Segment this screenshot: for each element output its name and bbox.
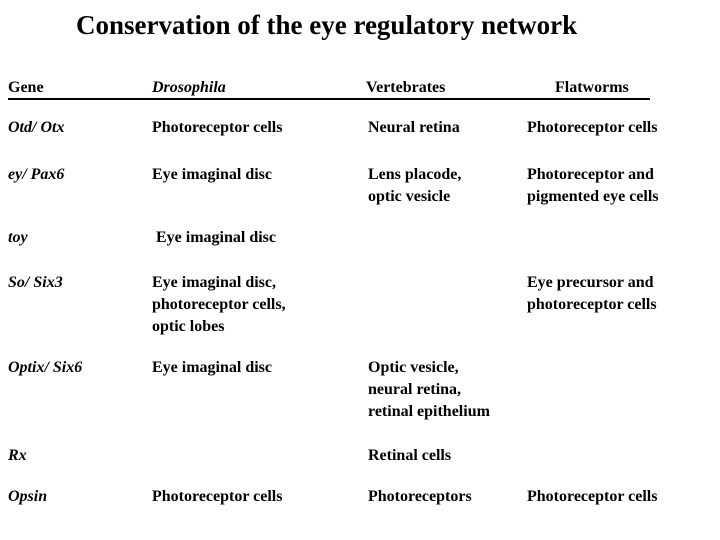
flatworms-cell: Eye precursor and photoreceptor cells	[527, 274, 657, 313]
flatworms-cell: Photoreceptor cells	[527, 488, 658, 505]
column-header-flatworms: Flatworms	[555, 79, 629, 96]
column-header-gene: Gene	[8, 79, 44, 96]
gene-name: toy	[8, 229, 28, 246]
vertebrates-cell: Photoreceptors	[368, 488, 472, 505]
gene-name: Otd/ Otx	[8, 119, 65, 136]
column-header-drosophila: Drosophila	[152, 79, 226, 96]
vertebrates-cell: Optic vesicle, neural retina, retinal ep…	[368, 359, 490, 420]
drosophila-cell: Eye imaginal disc, photoreceptor cells, …	[152, 274, 286, 335]
page-title: Conservation of the eye regulatory netwo…	[76, 10, 578, 40]
vertebrates-cell: Retinal cells	[368, 447, 452, 464]
gene-name: Opsin	[8, 488, 48, 505]
gene-name: ey/ Pax6	[8, 166, 65, 183]
vertebrates-cell: Neural retina	[368, 119, 460, 136]
gene-name: Optix/ Six6	[8, 359, 83, 376]
drosophila-cell: Eye imaginal disc	[152, 166, 273, 183]
header-rule	[8, 98, 650, 100]
gene-name: Rx	[8, 447, 27, 464]
vertebrates-cell: Lens placode, optic vesicle	[368, 166, 462, 205]
drosophila-cell: Eye imaginal disc	[152, 229, 277, 246]
flatworms-cell: Photoreceptor cells	[527, 119, 658, 136]
gene-name: So/ Six3	[8, 274, 63, 291]
column-header-vertebrates: Vertebrates	[366, 79, 446, 96]
flatworms-cell: Photoreceptor and pigmented eye cells	[527, 166, 659, 205]
drosophila-cell: Photoreceptor cells	[152, 488, 283, 505]
drosophila-cell: Eye imaginal disc	[152, 359, 273, 376]
drosophila-cell: Photoreceptor cells	[152, 119, 283, 136]
